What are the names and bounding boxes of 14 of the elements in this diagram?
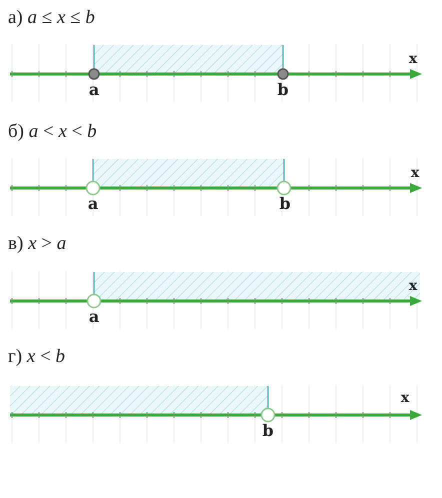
point-label: a [88, 196, 98, 212]
axis-label: x [400, 391, 410, 405]
axis-label: x [408, 279, 418, 293]
point-label: b [277, 82, 289, 98]
point-label: a [88, 309, 100, 325]
inequality-heading: а) a ≤ x ≤ b [8, 8, 95, 27]
inequality-heading: б) a < x < b [8, 122, 97, 141]
point-label: b [279, 196, 291, 212]
point-label: a [88, 82, 100, 98]
point-label: b [262, 423, 274, 439]
axis-label: x [410, 166, 420, 180]
inequality-heading: в) x > a [8, 234, 66, 253]
inequality-heading: г) x < b [8, 347, 66, 366]
axis-label: x [408, 52, 418, 66]
